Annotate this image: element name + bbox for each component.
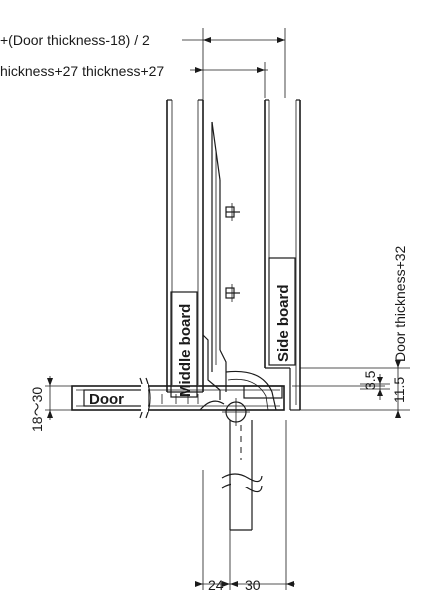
- hinge-arm: [199, 370, 277, 426]
- right-dimensions: 3.5 11.5 Door thickness+32: [292, 245, 410, 418]
- door-label: Door: [89, 391, 124, 408]
- door: Door: [71, 377, 285, 419]
- top-dimension-1-text: +(Door thickness-18) / 2: [0, 32, 150, 48]
- bottom-dimensions: 24 30: [195, 577, 295, 593]
- dimension-11-5-text: 11.5: [391, 377, 407, 403]
- side-board: Side board: [264, 99, 301, 411]
- extension-lines: [202, 28, 287, 590]
- middle-board-label: Middle board: [177, 304, 194, 397]
- dimension-3-5-text: 3.5: [362, 370, 378, 390]
- dimension-30-text: 30: [245, 577, 261, 593]
- middle-board: Middle board: [166, 99, 204, 398]
- top-dimension-2: hickness+27 thickness+27: [0, 63, 268, 79]
- side-board-label: Side board: [275, 284, 292, 362]
- dimension-door-thickness-text: Door thickness+32: [392, 245, 408, 362]
- dimension-18-30-text: 18～30: [29, 387, 45, 432]
- top-dimension-1: +(Door thickness-18) / 2: [0, 32, 285, 48]
- dimension-24-text: 24: [208, 577, 224, 593]
- hinge-cup: [221, 420, 263, 531]
- hinge-plate: [202, 121, 240, 400]
- top-dimension-2-text: hickness+27 thickness+27: [0, 63, 164, 79]
- dimension-door-thickness-range: 18～30: [29, 376, 72, 432]
